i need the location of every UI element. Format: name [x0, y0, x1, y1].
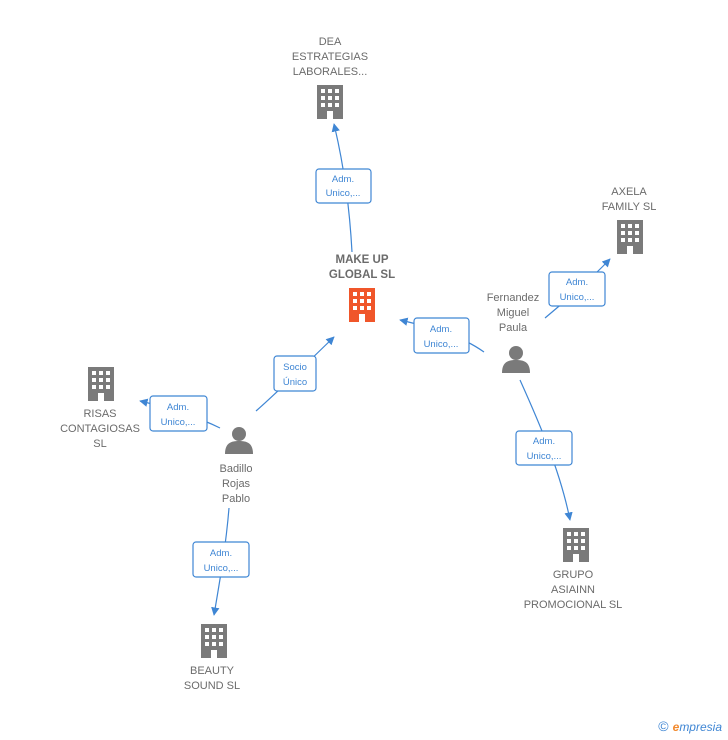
node-label-line: Fernandez — [487, 292, 540, 304]
person-icon — [502, 346, 530, 373]
edge-label-line: Unico,... — [161, 417, 196, 428]
node-label-line: Paula — [499, 322, 528, 334]
node-beauty-sound[interactable]: BEAUTY SOUND SL — [184, 624, 240, 692]
building-icon — [617, 220, 643, 254]
edge-makeup-dea: Adm. Unico,... — [315, 123, 372, 253]
edge-badillo-makeup: Socio Único — [255, 336, 335, 412]
node-axela-family[interactable]: AXELA FAMILY SL — [602, 186, 657, 254]
node-label-line: RISAS — [83, 408, 116, 420]
edge-label-line: Adm. — [533, 436, 555, 447]
node-label-line: CONTAGIOSAS — [60, 423, 140, 435]
edge-fernandez-makeup: Adm. Unico,... — [399, 317, 485, 354]
node-label-line: SOUND SL — [184, 680, 240, 692]
building-icon — [88, 367, 114, 401]
node-dea-estrategias[interactable]: DEA ESTRATEGIAS LABORALES... — [292, 36, 368, 119]
edge-label-box[interactable]: Socio Único — [273, 355, 317, 392]
edge-label-line: Unico,... — [527, 451, 562, 462]
edge-fernandez-grupo: Adm. Unico,... — [515, 379, 573, 521]
edge-label-line: Unico,... — [560, 292, 595, 303]
node-label-line: AXELA — [611, 186, 647, 198]
edge-label-line: Unico,... — [326, 188, 361, 199]
edge-label-box[interactable]: Adm. Unico,... — [315, 168, 372, 204]
node-label-line: MAKE UP — [335, 254, 388, 266]
edge-badillo-risas: Adm. Unico,... — [139, 395, 221, 432]
node-label-line: Badillo — [219, 463, 252, 475]
edge-label-line: Adm. — [566, 277, 588, 288]
edge-label-line: Unico,... — [204, 563, 239, 574]
building-icon — [563, 528, 589, 562]
node-label-line: ASIAINN — [551, 584, 595, 596]
node-label-line: GRUPO — [553, 569, 594, 581]
edge-label-box[interactable]: Adm. Unico,... — [548, 271, 606, 307]
edge-label-box[interactable]: Adm. Unico,... — [413, 317, 470, 354]
building-icon — [201, 624, 227, 658]
edge-label-line: Socio — [283, 362, 307, 373]
node-label-line: Pablo — [222, 493, 250, 505]
node-label-line: ESTRATEGIAS — [292, 51, 368, 63]
edge-label-line: Adm. — [430, 324, 452, 335]
brand-logo-e: e — [672, 720, 680, 734]
node-grupo-asiainn[interactable]: GRUPO ASIAINN PROMOCIONAL SL — [524, 528, 623, 611]
brand-logo-text: mpresia — [679, 720, 722, 734]
edge-badillo-beauty: Adm. Unico,... — [192, 507, 250, 616]
node-label-line: GLOBAL SL — [329, 269, 395, 281]
node-label-line: FAMILY SL — [602, 201, 657, 213]
node-badillo-rojas-pablo[interactable]: Badillo Rojas Pablo — [219, 427, 253, 505]
copyright-icon: © — [658, 718, 669, 734]
edge-label-box[interactable]: Adm. Unico,... — [515, 430, 573, 466]
edge-label-line: Adm. — [332, 174, 354, 185]
building-icon — [317, 85, 343, 119]
node-risas-contagiosas[interactable]: RISAS CONTAGIOSAS SL — [60, 367, 140, 450]
building-icon — [349, 288, 375, 322]
node-fernandez-miguel-paula[interactable]: Fernandez Miguel Paula — [487, 292, 540, 373]
edge-label-line: Adm. — [167, 402, 189, 413]
edge-label-box[interactable]: Adm. Unico,... — [149, 395, 208, 432]
edge-fernandez-axela: Adm. Unico,... — [544, 258, 611, 319]
edge-label-box[interactable]: Adm. Unico,... — [192, 541, 250, 578]
node-label-line: Rojas — [222, 478, 251, 490]
node-make-up-global[interactable]: MAKE UP GLOBAL SL — [329, 254, 395, 322]
node-label-line: BEAUTY — [190, 665, 235, 677]
node-label-line: LABORALES... — [293, 66, 368, 78]
node-label-line: SL — [93, 438, 106, 450]
edge-label-line: Unico,... — [424, 339, 459, 350]
person-icon — [225, 427, 253, 454]
edge-label-line: Único — [283, 377, 307, 388]
node-label-line: DEA — [319, 36, 342, 48]
edge-label-line: Adm. — [210, 548, 232, 559]
node-label-line: PROMOCIONAL SL — [524, 599, 623, 611]
brand-footer: ©empresia — [658, 718, 722, 734]
node-label-line: Miguel — [497, 307, 529, 319]
